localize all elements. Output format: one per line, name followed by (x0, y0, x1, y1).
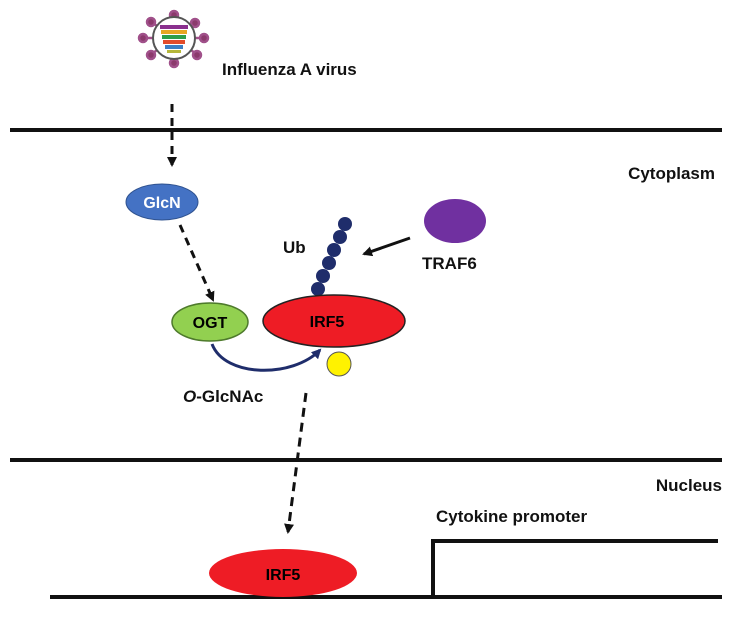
traf6-ellipse (424, 199, 486, 243)
o-glcnac-label: O-GlcNAc (183, 387, 263, 406)
ub-bead (333, 230, 347, 244)
o-glcnac-dot (326, 351, 352, 377)
irf5-nucleus-label: IRF5 (266, 567, 301, 584)
ub-bead (322, 256, 336, 270)
glcnac-transfer-arrow (210, 343, 322, 372)
glcn-to-ogt-arrow (178, 224, 215, 302)
ub-chain (311, 217, 352, 296)
ogt-ellipse (171, 302, 249, 342)
ub-label: Ub (283, 238, 306, 257)
virus-label: Influenza A virus (222, 60, 357, 79)
promoter-line (431, 539, 718, 597)
irf5-nucleus-ellipse (209, 549, 357, 597)
traf6-to-ub-arrow (362, 236, 411, 257)
o-glcnac-suffix: -GlcNAc (196, 387, 263, 406)
cytoplasm-label: Cytoplasm (628, 164, 715, 183)
ub-bead (311, 282, 325, 296)
irf5-cytoplasm-ellipse (262, 294, 406, 348)
irf5-nucleus-node: IRF5 (209, 549, 357, 597)
virus-icon (137, 9, 210, 69)
irf5-cytoplasm-node: IRF5 (262, 294, 406, 348)
nucleus-label: Nucleus (656, 476, 722, 495)
ub-bead (316, 269, 330, 283)
irf5-translocation-arrow (284, 392, 308, 534)
o-glcnac-prefix: O (183, 387, 196, 406)
irf5-cytoplasm-label: IRF5 (310, 314, 345, 331)
glcn-node: GlcN (125, 183, 199, 221)
ub-bead (338, 217, 352, 231)
cytokine-promoter-label: Cytokine promoter (436, 507, 588, 526)
traf6-label: TRAF6 (422, 254, 477, 273)
ub-bead (327, 243, 341, 257)
ogt-label: OGT (193, 315, 228, 332)
ogt-node: OGT (171, 302, 249, 342)
glcn-label: GlcN (143, 195, 180, 212)
glcn-ellipse (125, 183, 199, 221)
